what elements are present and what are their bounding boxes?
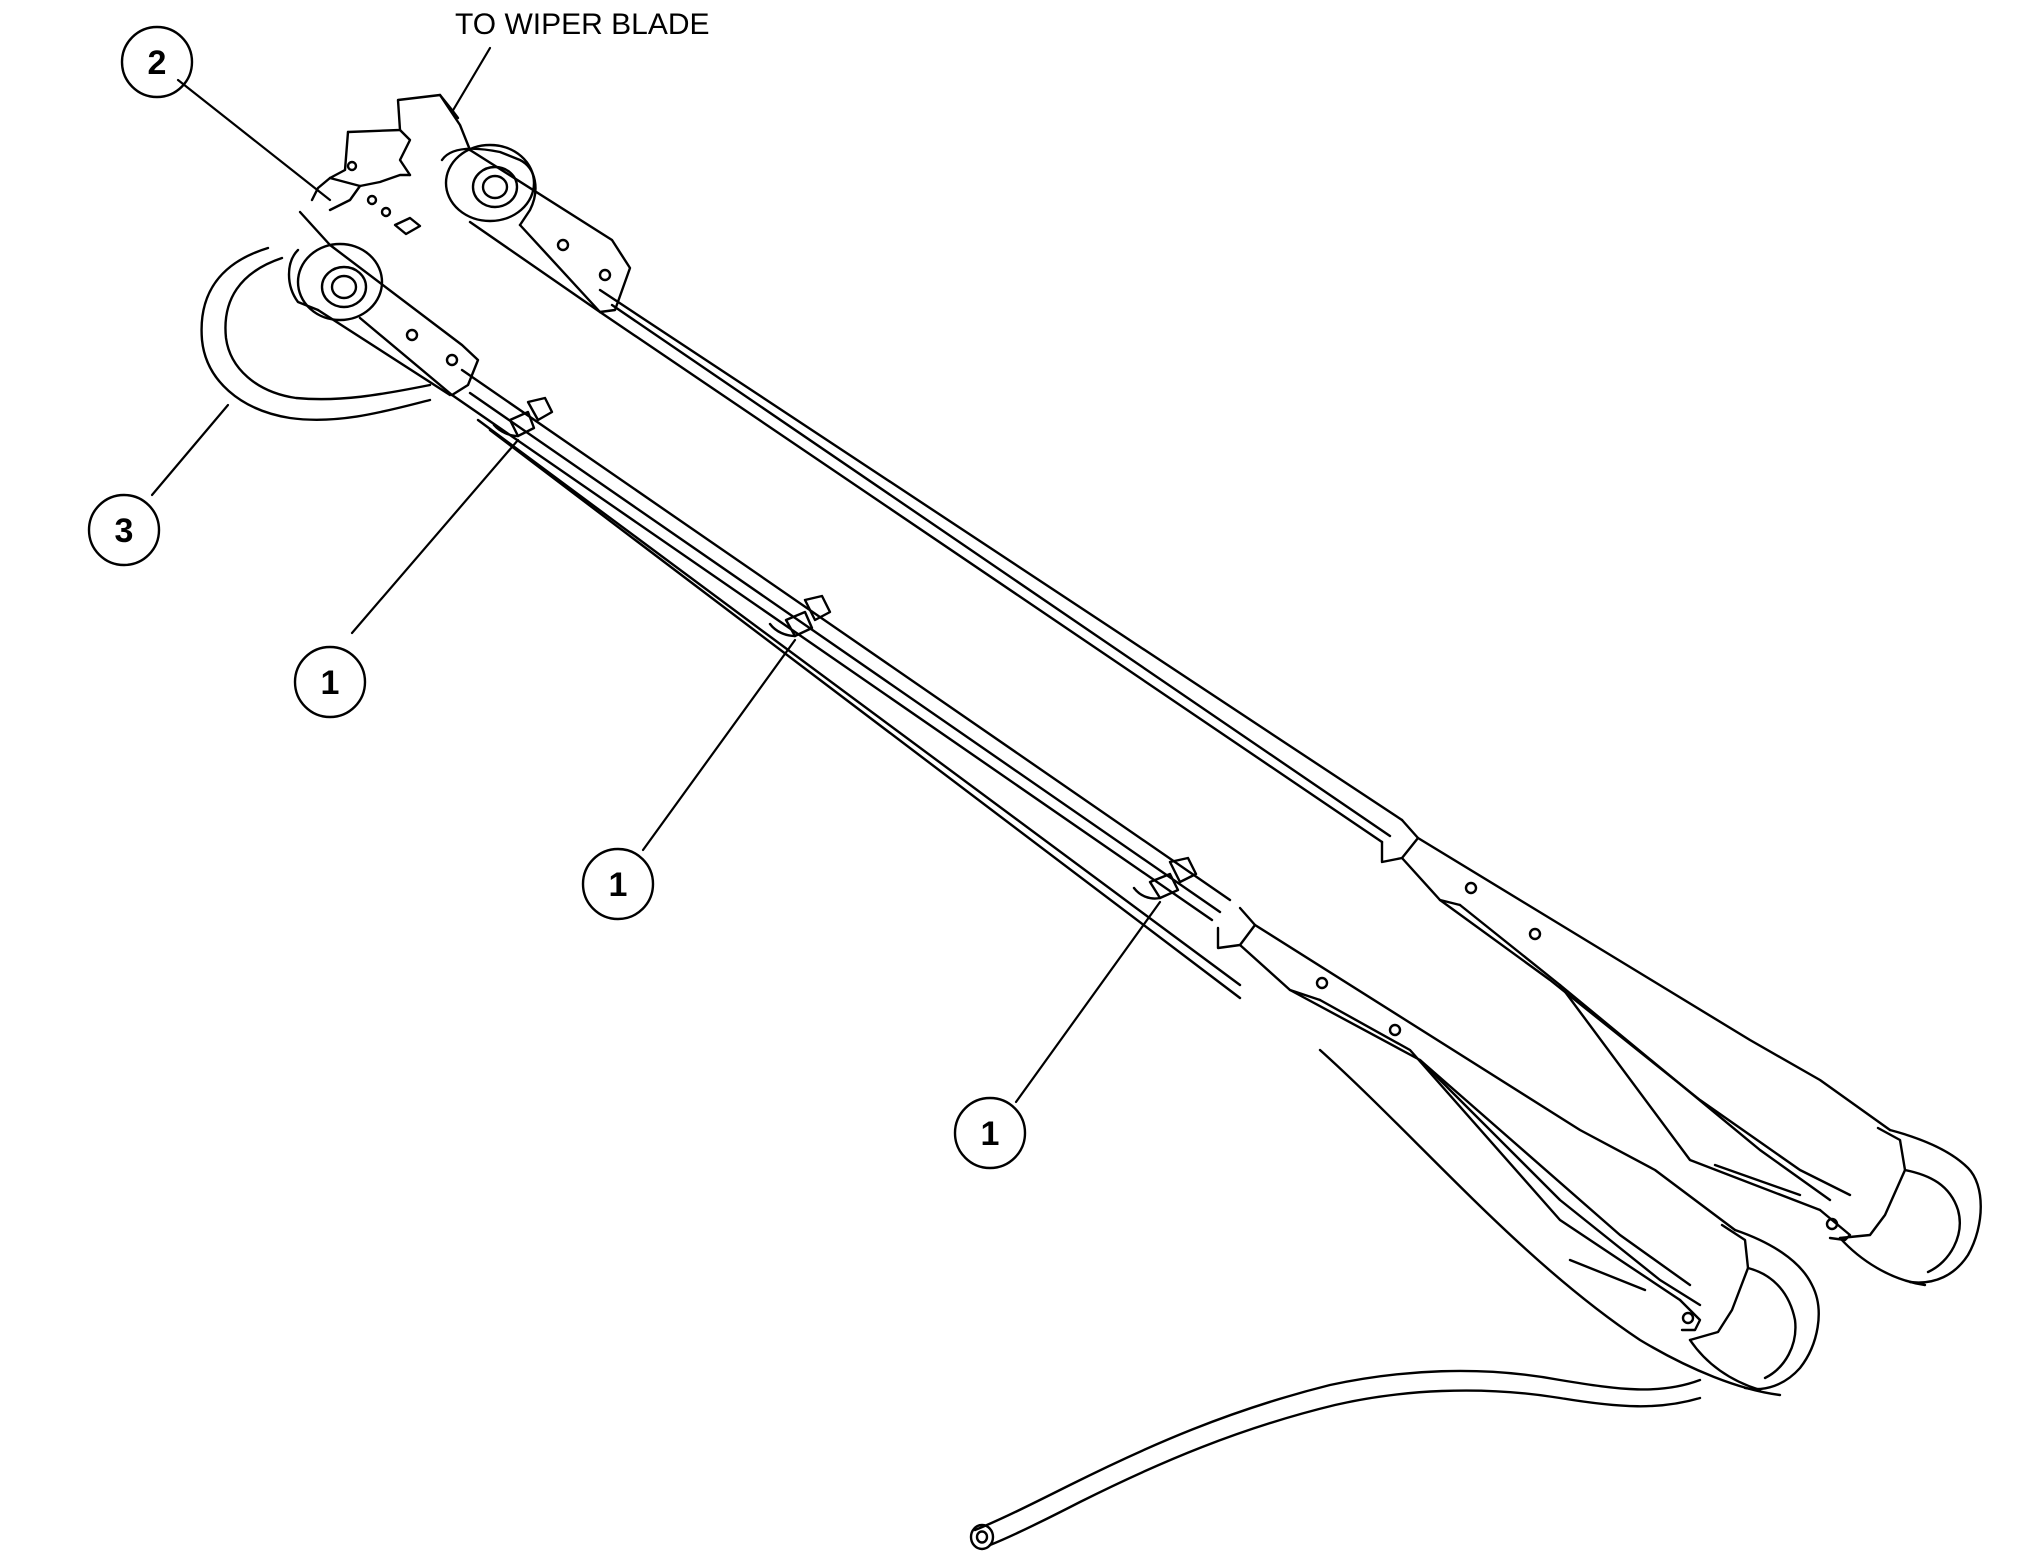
callout-label-3: 3 bbox=[115, 512, 134, 550]
hose-connector-bracket bbox=[298, 93, 472, 247]
callout-label-2: 2 bbox=[148, 44, 167, 82]
leader-lines bbox=[150, 46, 1162, 1104]
callout-circle-1c bbox=[953, 1096, 1027, 1170]
lower-wiper-arm bbox=[287, 242, 1820, 1392]
washer-hose bbox=[200, 246, 1782, 1551]
callout-circle-1b bbox=[581, 847, 655, 921]
callout-label-1b: 1 bbox=[609, 866, 628, 904]
hose-clip-c bbox=[1132, 856, 1198, 900]
callout-circle-2 bbox=[120, 25, 194, 99]
upper-wiper-arm bbox=[440, 143, 1982, 1287]
hose-clip-b bbox=[768, 594, 832, 638]
callout-label-1c: 1 bbox=[981, 1115, 1000, 1153]
callout-label-1a: 1 bbox=[321, 664, 340, 702]
to-wiper-blade-note: TO WIPER BLADE bbox=[455, 8, 710, 41]
callout-circle-1a bbox=[293, 645, 367, 719]
callout-circle-3 bbox=[87, 493, 161, 567]
hose-clip-a bbox=[492, 396, 554, 438]
